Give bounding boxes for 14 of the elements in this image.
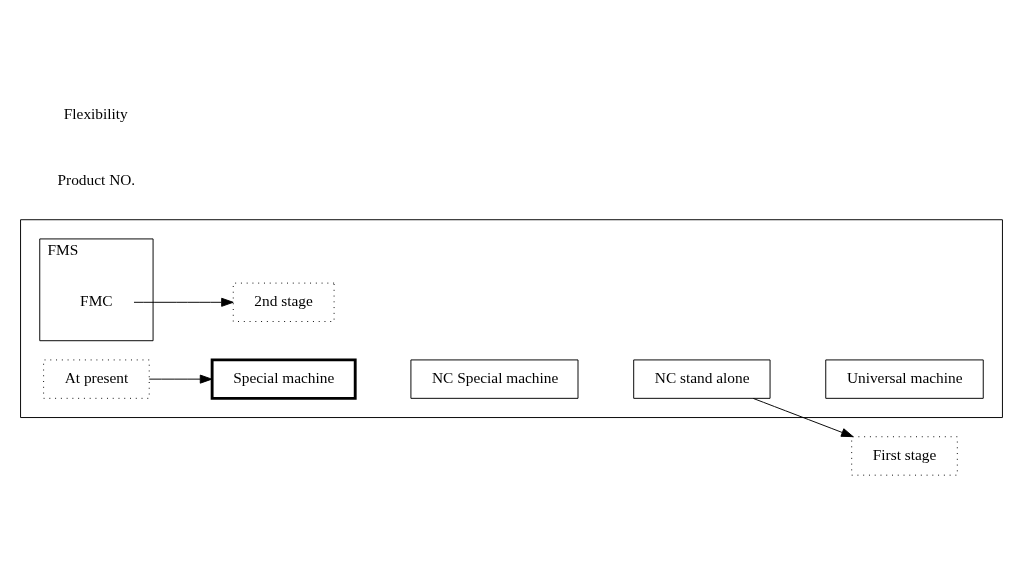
node-box: Universal machine bbox=[825, 359, 984, 399]
node-box: First stage bbox=[851, 436, 958, 476]
arrow bbox=[752, 397, 854, 438]
node-box: NC stand alone bbox=[633, 359, 771, 399]
label: Product NO. bbox=[57, 170, 136, 188]
arrow bbox=[133, 297, 234, 307]
cluster bbox=[20, 219, 1003, 419]
node-box: Special machine bbox=[210, 358, 357, 400]
label: Flexibility bbox=[63, 104, 128, 122]
node-text: FMC bbox=[80, 291, 113, 309]
node-box: 2nd stage bbox=[232, 282, 335, 322]
node-box: NC Special machine bbox=[410, 359, 579, 399]
arrow bbox=[148, 374, 213, 384]
node-box: At present bbox=[43, 359, 150, 399]
